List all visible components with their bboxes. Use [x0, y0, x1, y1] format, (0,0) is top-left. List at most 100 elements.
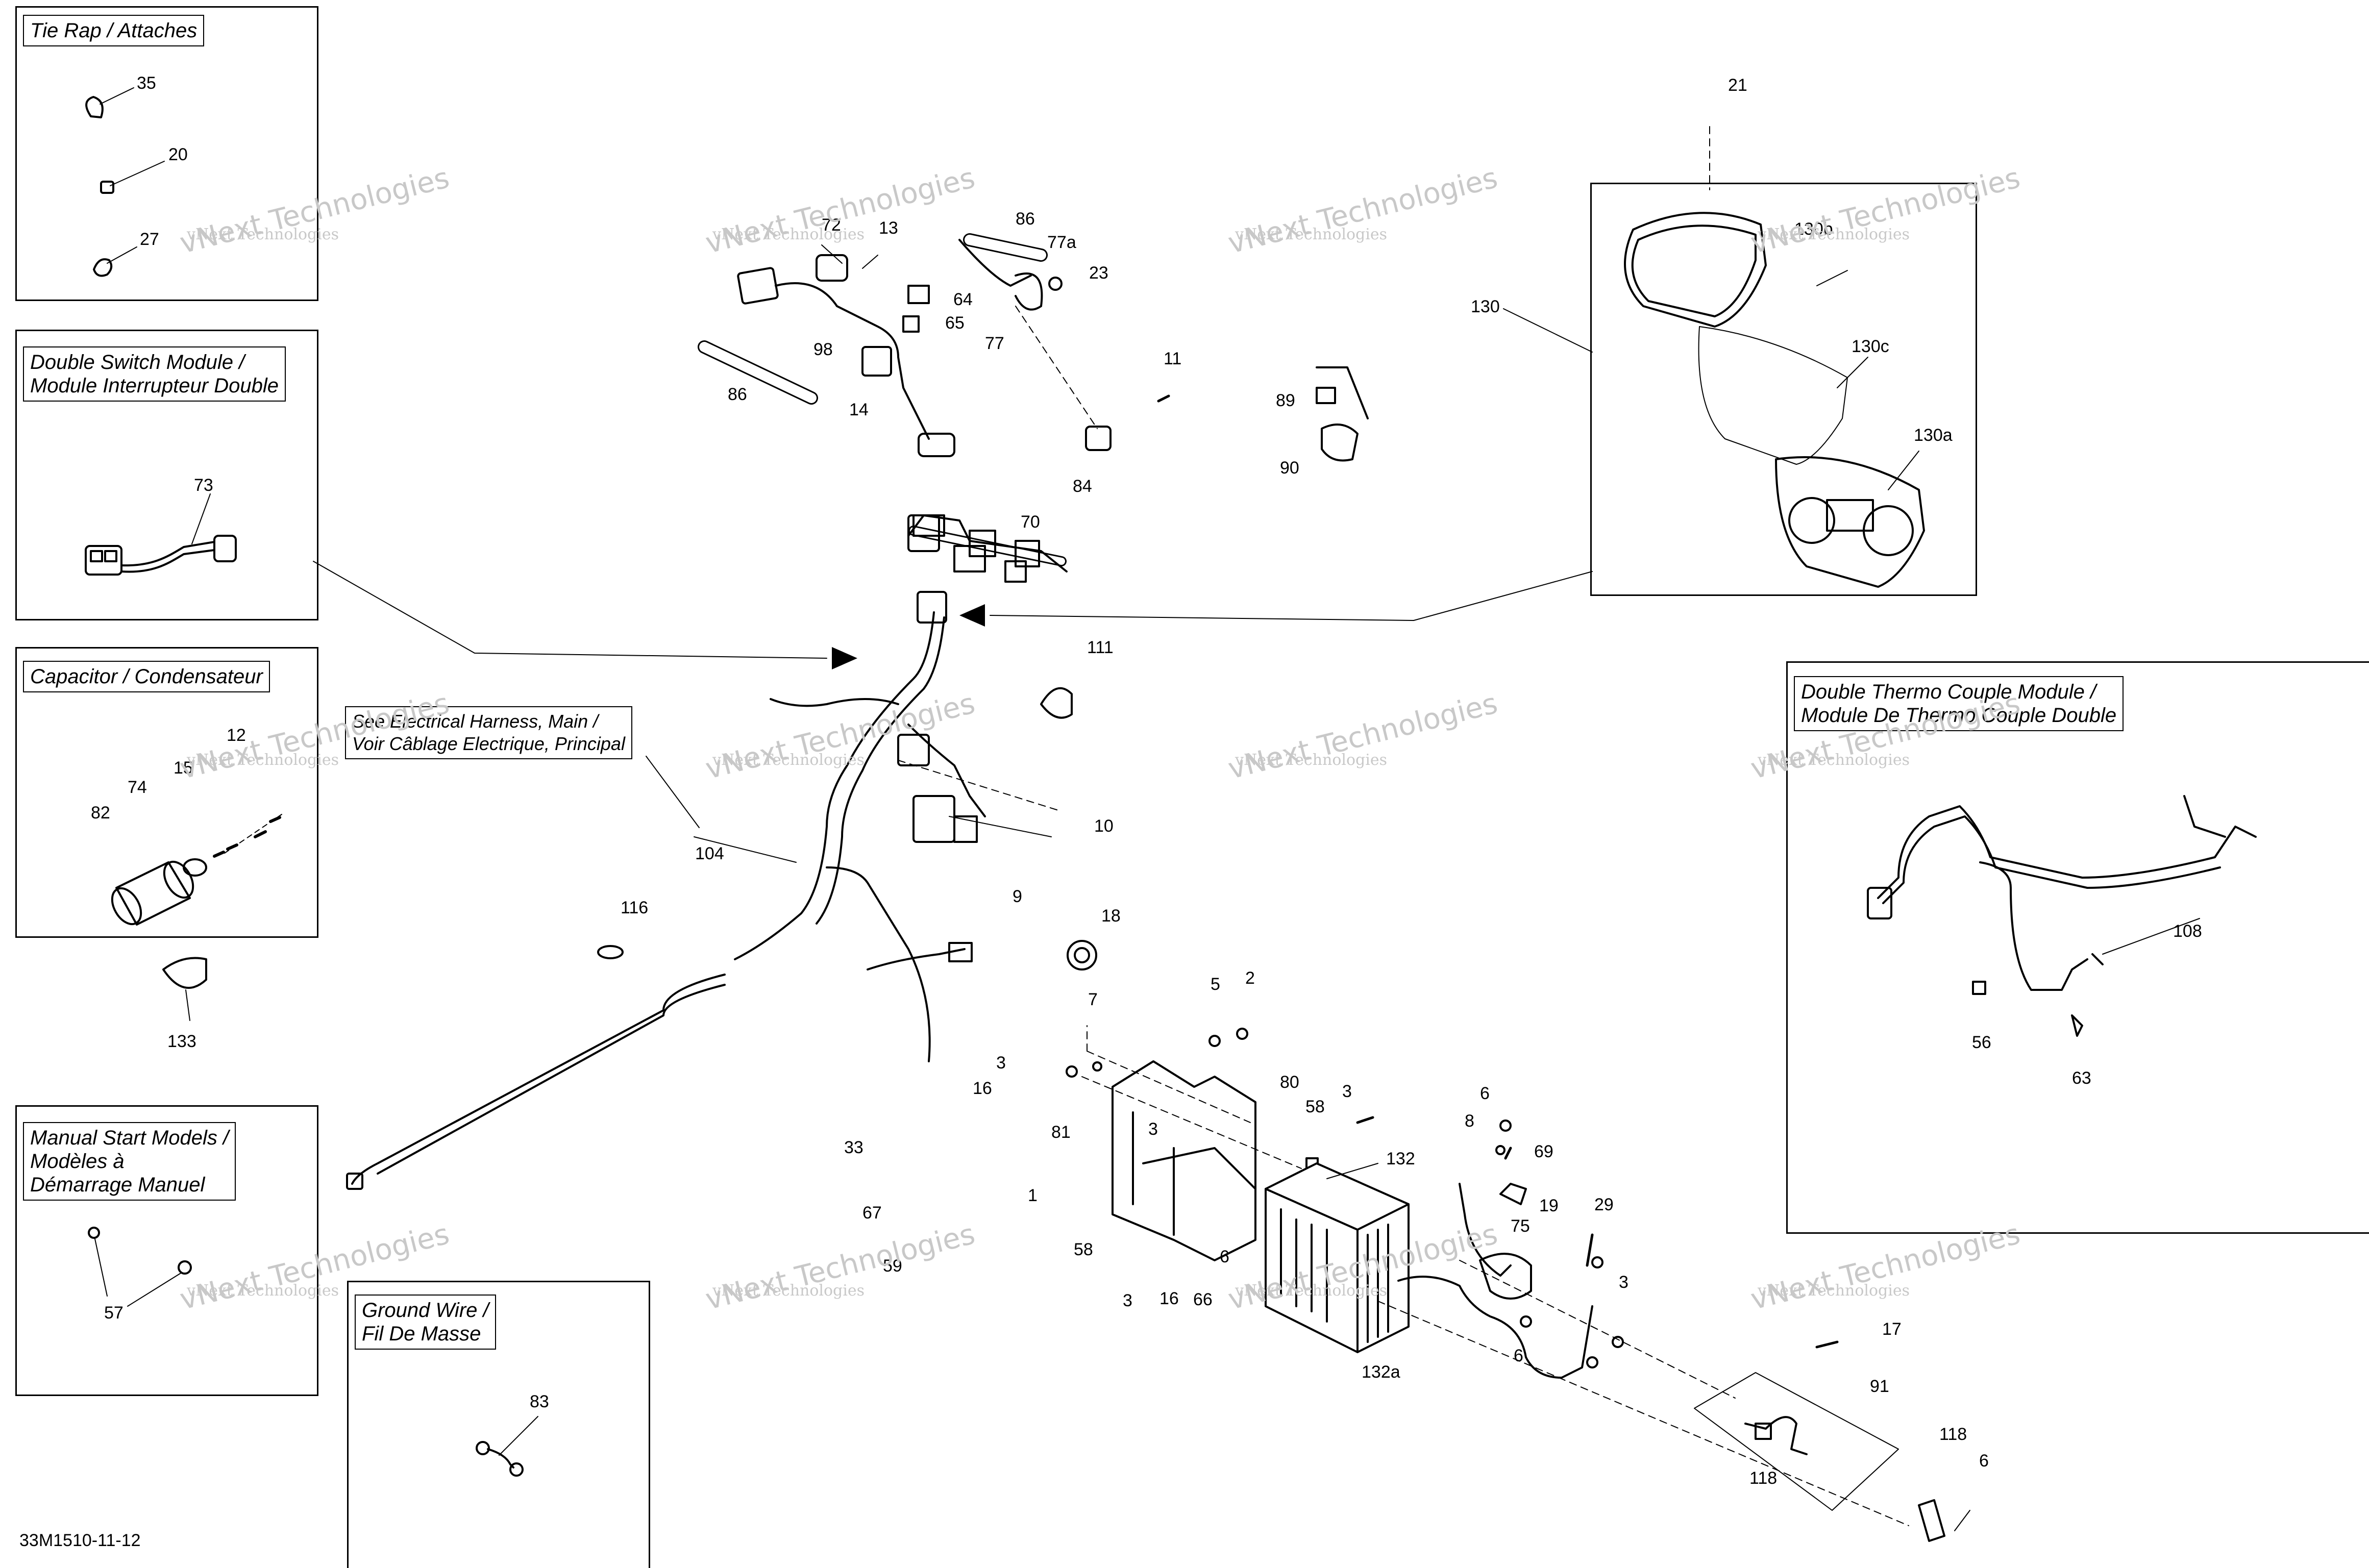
ref-58-a: 58 — [1305, 1097, 1325, 1116]
ref-19: 19 — [1539, 1196, 1559, 1215]
double-switch-panel: Double Switch Module / Module Interrupte… — [15, 330, 318, 620]
relay-block-parts — [597, 514, 1097, 970]
double-switch-title: Double Switch Module / Module Interrupte… — [23, 346, 286, 402]
ref-35: 35 — [137, 73, 156, 93]
ground-wire-title: Ground Wire / Fil De Masse — [355, 1295, 496, 1350]
ref-67: 67 — [862, 1203, 882, 1223]
ref-89: 89 — [1276, 391, 1295, 410]
ref-3-e: 3 — [1619, 1273, 1628, 1292]
ref-17: 17 — [1882, 1320, 1902, 1339]
ref-59: 59 — [883, 1256, 902, 1276]
battery-bracket — [1066, 1025, 1374, 1261]
ref-77: 77 — [985, 334, 1004, 353]
ref-8: 8 — [1465, 1111, 1474, 1131]
tie-rap-panel: Tie Rap / Attaches — [15, 6, 318, 301]
ref-130b: 130b — [1794, 219, 1833, 239]
drawing-id: 33M1510-11-12 — [19, 1531, 141, 1550]
ref-108: 108 — [2173, 922, 2202, 941]
ref-11: 11 — [1164, 349, 1182, 368]
ref-69: 69 — [1534, 1142, 1553, 1161]
ref-3-a: 3 — [996, 1053, 1006, 1073]
thermo-couple-panel: Double Thermo Couple Module / Module De … — [1786, 661, 2369, 1234]
ref-74: 74 — [128, 778, 147, 797]
ref-75: 75 — [1511, 1216, 1530, 1236]
ref-6-c: 6 — [1514, 1346, 1523, 1365]
ref-80: 80 — [1280, 1073, 1299, 1092]
battery-drawing — [1265, 1162, 1410, 1353]
ref-23: 23 — [1089, 263, 1108, 283]
ref-84: 84 — [1073, 477, 1092, 496]
ref-98: 98 — [813, 340, 833, 359]
capacitor-drawing — [111, 814, 282, 1021]
ref-6-b: 6 — [1480, 1084, 1490, 1103]
ref-70: 70 — [1021, 512, 1040, 532]
ref-3-d: 3 — [1123, 1291, 1132, 1310]
ref-83: 83 — [530, 1392, 549, 1411]
ref-3-b: 3 — [1148, 1119, 1158, 1139]
tie-rap-title: Tie Rap / Attaches — [23, 15, 205, 46]
ref-21: 21 — [1728, 76, 1747, 95]
thermo-couple-drawing — [1867, 795, 2257, 1037]
ref-77a: 77a — [1047, 233, 1076, 252]
ref-133: 133 — [167, 1032, 196, 1051]
ref-73: 73 — [194, 476, 213, 495]
instrument-cluster-panel — [1590, 183, 1977, 596]
ref-81: 81 — [1051, 1123, 1071, 1142]
instrument-cluster-drawing — [1624, 212, 1925, 588]
ref-132: 132 — [1386, 1149, 1415, 1168]
ref-132a: 132a — [1362, 1362, 1400, 1382]
ref-130: 130 — [1471, 297, 1500, 316]
ref-3-c: 3 — [1342, 1082, 1352, 1101]
ref-33: 33 — [844, 1138, 863, 1157]
key-parts — [1316, 366, 1369, 462]
ref-10: 10 — [1094, 816, 1114, 836]
arrow-heads — [832, 604, 985, 669]
ref-72: 72 — [822, 215, 841, 235]
ref-86-top: 86 — [1016, 209, 1035, 229]
ref-130a: 130a — [1914, 426, 1953, 445]
capacitor-panel: Capacitor / Condensateur — [15, 647, 318, 938]
ref-18: 18 — [1101, 906, 1121, 926]
ref-16-a: 16 — [973, 1079, 992, 1098]
ref-116: 116 — [621, 898, 649, 917]
harness-reference-note: See Electrical Harness, Main / Voir Câbl… — [345, 706, 632, 759]
ref-86-left: 86 — [728, 385, 747, 404]
ref-7: 7 — [1088, 990, 1098, 1009]
ref-6-a: 6 — [1220, 1247, 1229, 1266]
ref-90: 90 — [1280, 458, 1299, 478]
ref-118-b: 118 — [1939, 1425, 1967, 1444]
capacitor-title: Capacitor / Condensateur — [23, 661, 270, 692]
ref-13: 13 — [879, 218, 898, 238]
ref-118-a: 118 — [1749, 1469, 1778, 1488]
ground-wire-panel: Ground Wire / Fil De Masse — [347, 1281, 650, 1568]
ref-111: 111 — [1087, 638, 1114, 657]
ref-65: 65 — [945, 313, 965, 333]
ref-12: 12 — [227, 726, 246, 745]
manual-start-parts — [88, 1227, 192, 1307]
ref-2: 2 — [1245, 968, 1255, 988]
ref-1: 1 — [1028, 1186, 1038, 1205]
top-connector-group — [698, 233, 1170, 457]
ref-104: 104 — [695, 844, 724, 863]
ref-58-b: 58 — [1074, 1240, 1093, 1259]
leader-lines — [313, 126, 1919, 863]
ref-29: 29 — [1594, 1195, 1614, 1214]
ref-27: 27 — [140, 230, 159, 249]
ref-16-b: 16 — [1159, 1289, 1179, 1308]
ref-91: 91 — [1870, 1377, 1889, 1396]
ref-20: 20 — [168, 145, 188, 164]
double-switch-module-drawing — [85, 493, 237, 576]
ref-130c: 130c — [1852, 337, 1889, 356]
ground-wire-drawing — [476, 1416, 538, 1477]
ref-9: 9 — [1013, 887, 1022, 906]
tie-rap-parts — [85, 87, 165, 277]
ref-63: 63 — [2072, 1068, 2091, 1088]
ref-82: 82 — [91, 803, 110, 823]
ref-15: 15 — [174, 758, 193, 778]
starter-solenoid — [1377, 1119, 1909, 1526]
manual-start-panel: Manual Start Models / Modèles à Démarrag… — [15, 1105, 318, 1396]
manual-start-title: Manual Start Models / Modèles à Démarrag… — [23, 1122, 236, 1201]
ref-14: 14 — [849, 400, 869, 419]
